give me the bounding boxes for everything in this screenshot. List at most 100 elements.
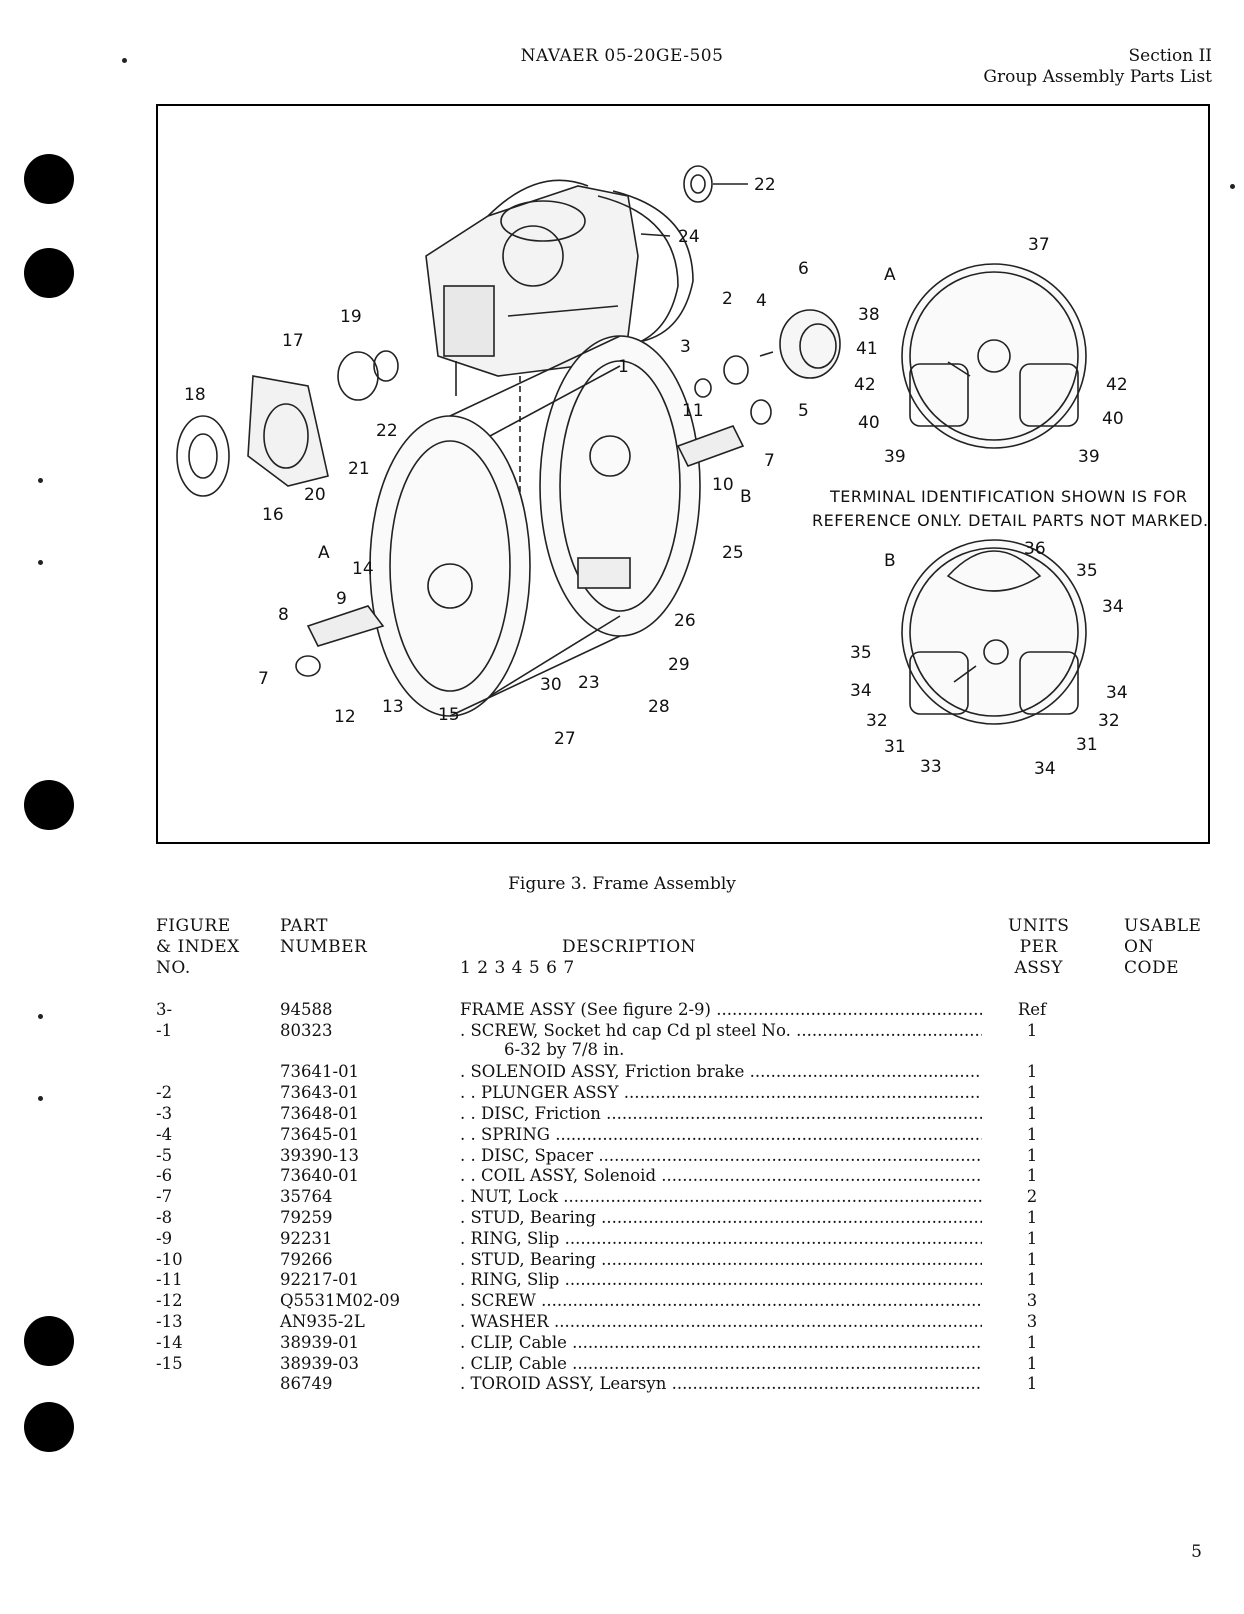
- document-number: NAVAER 05-20GE-505: [520, 46, 724, 66]
- callout-13: 13: [382, 697, 404, 717]
- dot-leader: ........................................…: [661, 1166, 982, 1186]
- section-title: Group Assembly Parts List: [983, 67, 1212, 87]
- figure-index-cell: -5: [156, 1145, 173, 1165]
- description-cell: . STUD, Bearing ........................…: [460, 1208, 982, 1227]
- figure-index-cell: -15: [156, 1353, 183, 1373]
- binder-hole: [24, 780, 74, 830]
- callout-16: 16: [262, 505, 284, 525]
- callout-14: 14: [352, 559, 374, 579]
- description-text: . WASHER: [460, 1311, 549, 1331]
- description-cell: . CLIP, Cable ..........................…: [460, 1333, 982, 1352]
- callout-1: 1: [618, 357, 629, 377]
- dot-leader: ........................................…: [572, 1353, 982, 1373]
- part-number-cell: 39390-13: [280, 1145, 360, 1165]
- section-label: Section II: [1128, 46, 1212, 66]
- units-cell: 1: [1026, 1145, 1038, 1165]
- callout-21: 21: [348, 459, 370, 479]
- dot-leader: ........................................…: [555, 1124, 982, 1144]
- description-cell: . RING, Slip ...........................…: [460, 1270, 982, 1289]
- description-text: . . PLUNGER ASSY: [460, 1083, 619, 1103]
- figure-index-cell: -4: [156, 1124, 173, 1144]
- part-number-cell: 35764: [280, 1187, 333, 1207]
- margin-dot: [38, 478, 43, 483]
- dot-leader: ........................................…: [541, 1291, 982, 1311]
- description-text: . . COIL ASSY, Solenoid: [460, 1166, 657, 1186]
- units-cell: 3: [1026, 1311, 1038, 1331]
- description-text: . RING, Slip: [460, 1270, 560, 1290]
- figure-caption: Figure 3. Frame Assembly: [508, 874, 736, 894]
- page-number: 5: [1191, 1542, 1202, 1562]
- figure-index-cell: -9: [156, 1228, 173, 1248]
- col-part-number: PART NUMBER: [280, 916, 368, 957]
- callout-34: 34: [1102, 597, 1124, 617]
- part-number-cell: 79259: [280, 1207, 333, 1227]
- margin-dot: [1230, 184, 1235, 189]
- callout-39: 39: [884, 447, 906, 467]
- col-description: DESCRIPTION: [562, 937, 697, 957]
- callout-34c: 34: [1034, 759, 1056, 779]
- description-text: . . SPRING: [460, 1124, 550, 1144]
- figure-index-cell: -12: [156, 1291, 183, 1311]
- callout-32b: 32: [1098, 711, 1120, 731]
- description-text: . . DISC, Spacer: [460, 1145, 594, 1165]
- callout-15: 15: [438, 705, 460, 725]
- callout-19: 19: [340, 307, 362, 327]
- callout-38: 38: [858, 305, 880, 325]
- figure-note-line1: TERMINAL IDENTIFICATION SHOWN IS FOR: [829, 487, 1188, 506]
- dot-leader: ........................................…: [598, 1145, 982, 1165]
- figure-index-cell: -13: [156, 1311, 183, 1331]
- dot-leader: ........................................…: [601, 1249, 982, 1269]
- description-text: . TOROID ASSY, Learsyn: [460, 1374, 667, 1394]
- callout-25: 25: [722, 543, 744, 563]
- binder-hole: [24, 154, 74, 204]
- callout-39b: 39: [1078, 447, 1100, 467]
- col-usable-on-code: USABLE ON CODE: [1124, 916, 1202, 978]
- margin-dot: [38, 1096, 43, 1101]
- callout-22: 22: [754, 175, 776, 195]
- callout-33: 33: [920, 757, 942, 777]
- callout-41: 41: [856, 339, 878, 359]
- description-cell: . WASHER ...............................…: [460, 1312, 982, 1331]
- part-number-cell: Q5531M02-09: [280, 1291, 400, 1311]
- part-number-cell: 73648-01: [280, 1103, 360, 1123]
- callout-42: 42: [854, 375, 876, 395]
- dot-leader: ........................................…: [564, 1228, 982, 1248]
- callout-35b: 35: [850, 643, 872, 663]
- description-text: FRAME ASSY (See figure 2-9): [460, 1000, 711, 1019]
- description-text: . . DISC, Friction: [460, 1103, 601, 1123]
- description-cell: . CLIP, Cable ..........................…: [460, 1354, 982, 1373]
- units-cell: Ref: [1017, 1000, 1047, 1019]
- units-cell: 1: [1026, 1353, 1038, 1373]
- part-number-cell: 38939-01: [280, 1332, 360, 1352]
- units-cell: 3: [1026, 1291, 1038, 1311]
- callout-labels: 22 24 6 2 4 3 5 1 7 11 10 19 17 18 22 21…: [184, 175, 1208, 779]
- dot-leader: ........................................…: [563, 1187, 982, 1207]
- units-cell: 1: [1026, 1020, 1038, 1040]
- part-number-cell: 79266: [280, 1249, 333, 1269]
- callout-37: 37: [1028, 235, 1050, 255]
- callout-6: 6: [798, 259, 809, 279]
- dot-leader: ........................................…: [796, 1020, 982, 1040]
- section-header: Section II Group Assembly Parts List: [983, 46, 1212, 88]
- callout-31b: 31: [1076, 735, 1098, 755]
- margin-dot: [38, 560, 43, 565]
- callout-2: 2: [722, 289, 733, 309]
- col-units-per-assy: UNITS PER ASSY: [1008, 916, 1070, 978]
- part-number-cell: 73643-01: [280, 1083, 360, 1103]
- description-cell: . . SPRING .............................…: [460, 1125, 982, 1144]
- description-cell: . NUT, Lock ............................…: [460, 1187, 982, 1206]
- figure-index-cell: -7: [156, 1187, 173, 1207]
- callout-26: 26: [674, 611, 696, 631]
- units-cell: 1: [1026, 1332, 1038, 1352]
- units-cell: 1: [1026, 1249, 1038, 1269]
